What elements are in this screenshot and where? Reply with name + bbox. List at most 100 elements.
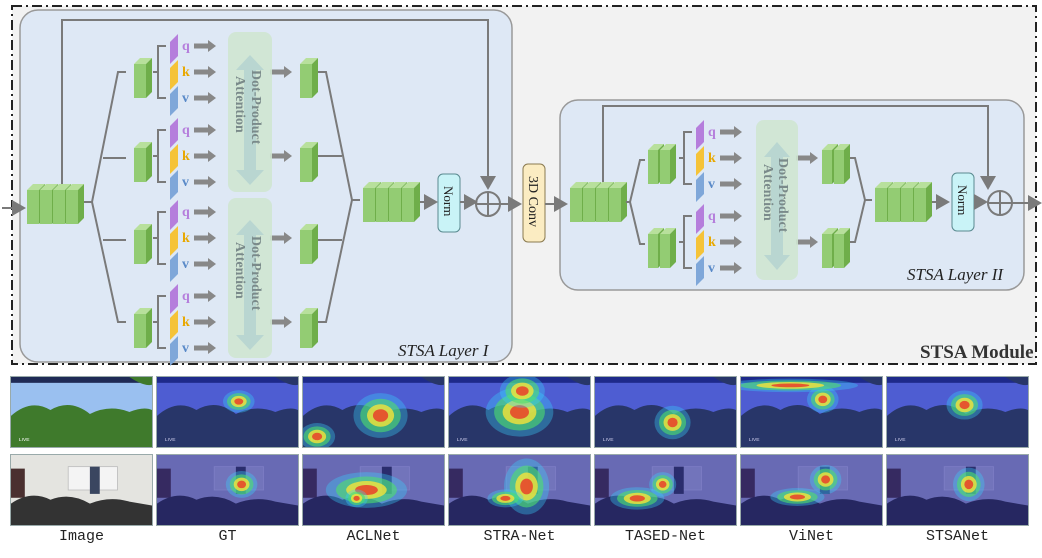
q-projection (170, 284, 178, 314)
k-projection (696, 230, 704, 260)
q-projection (170, 200, 178, 230)
svg-text:LIVE: LIVE (165, 437, 176, 443)
q-projection (696, 120, 704, 150)
q-label: q (708, 125, 716, 140)
v-projection (696, 172, 704, 202)
layer2-merge-lines (850, 157, 872, 243)
q-projection (170, 34, 178, 64)
column-label-stsanet: STSANet (925, 528, 989, 545)
layer1-skip-connection (61, 19, 496, 190)
layer1-input-feature-stack (27, 184, 84, 224)
module-title: STSA Module (920, 342, 1034, 363)
v-label: v (182, 91, 189, 106)
attention-head: qkv (134, 34, 318, 116)
saliency-map-vinet (740, 454, 883, 526)
input-frame-image (10, 454, 153, 526)
q-label: q (182, 123, 190, 138)
input-frame-image: LIVE (10, 376, 153, 448)
v-projection (170, 252, 178, 282)
svg-text:Norm: Norm (955, 185, 970, 215)
saliency-map-tased-net: LIVE (594, 376, 737, 448)
k-projection (696, 146, 704, 176)
layer1-merge-lines (318, 71, 360, 323)
q-label: q (182, 39, 190, 54)
layer2-skip-connection (602, 105, 996, 190)
svg-text:LIVE: LIVE (19, 437, 30, 443)
attention-label: Dot-Product (248, 70, 263, 145)
q-projection (170, 118, 178, 148)
attention-label: Attention (232, 242, 247, 299)
k-label: k (182, 65, 190, 80)
v-projection (170, 170, 178, 200)
v-projection (170, 336, 178, 366)
attention-head: qkv (134, 118, 318, 200)
conv3d-box: 3D Conv (522, 163, 546, 243)
layer1-add-icon (475, 191, 501, 217)
attention-label: Dot-Product (775, 158, 790, 233)
q-label: q (182, 205, 190, 220)
svg-text:LIVE: LIVE (749, 437, 760, 443)
k-projection (170, 310, 178, 340)
k-label: k (182, 149, 190, 164)
v-label: v (708, 261, 715, 276)
svg-text:Norm: Norm (441, 186, 456, 216)
layer2-input-feature-stack (570, 182, 627, 222)
k-projection (170, 144, 178, 174)
v-projection (696, 256, 704, 286)
layer1-norm-box: Norm (437, 173, 461, 233)
column-label-gt: GT (218, 528, 237, 545)
k-projection (170, 60, 178, 90)
q-label: q (708, 209, 716, 224)
svg-text:LIVE: LIVE (603, 437, 614, 443)
saliency-map-gt (156, 454, 299, 526)
saliency-map-aclnet (302, 454, 445, 526)
column-label-aclnet: ACLNet (346, 528, 401, 545)
svg-text:LIVE: LIVE (457, 437, 468, 443)
saliency-map-gt: LIVE (156, 376, 299, 448)
q-projection (696, 204, 704, 234)
q-label: q (182, 289, 190, 304)
svg-text:3D Conv: 3D Conv (525, 176, 540, 227)
layer2-label: STSA Layer II (907, 265, 1004, 284)
k-label: k (708, 151, 716, 166)
layer2-output-feature-stack (875, 182, 932, 222)
layer2-add-icon (987, 190, 1013, 216)
k-label: k (182, 315, 190, 330)
attention-head: qkv (134, 284, 318, 366)
v-label: v (182, 341, 189, 356)
layer2-attention: Dot-Product Attention (756, 120, 798, 280)
saliency-map-tased-net (594, 454, 737, 526)
attention-head: qkv (648, 120, 850, 202)
layer1-split-lines (84, 71, 126, 323)
k-label: k (708, 235, 716, 250)
attention-label: Attention (760, 164, 775, 221)
layer2-split-lines (626, 159, 645, 245)
attention-head: qkv (648, 204, 850, 286)
attention-label: Dot-Product (248, 236, 263, 311)
saliency-map-stra-net (448, 454, 591, 526)
v-label: v (182, 257, 189, 272)
v-label: v (182, 175, 189, 190)
svg-text:LIVE: LIVE (895, 437, 906, 443)
column-label-image: Image (58, 528, 104, 545)
saliency-map-stra-net: LIVE (448, 376, 591, 448)
k-label: k (182, 231, 190, 246)
attention-head: qkv (134, 200, 318, 282)
k-projection (170, 226, 178, 256)
saliency-map-aclnet: LIVE (302, 376, 445, 448)
column-label-stra-net: STRA-Net (483, 528, 556, 545)
attention-label: Attention (232, 76, 247, 133)
saliency-map-stsanet (886, 454, 1029, 526)
v-projection (170, 86, 178, 116)
saliency-map-stsanet: LIVE (886, 376, 1029, 448)
saliency-map-vinet: LIVE (740, 376, 883, 448)
column-label-vinet: ViNet (788, 528, 834, 545)
layer1-attention-top: Dot-Product Attention (228, 32, 272, 192)
column-label-tased-net: TASED-Net (624, 528, 706, 545)
layer1-attention-bottom: Dot-Product Attention (228, 198, 272, 358)
layer2-norm-box: Norm (951, 172, 975, 232)
v-label: v (708, 177, 715, 192)
layer1-output-feature-stack (363, 182, 420, 222)
layer1-label: STSA Layer I (398, 341, 490, 360)
